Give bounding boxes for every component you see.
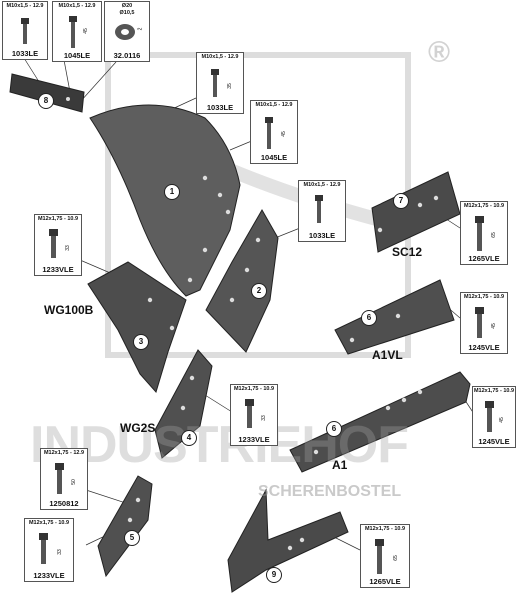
part-code: 1233VLE bbox=[42, 265, 74, 274]
callout-6-bottom: 6 bbox=[326, 421, 342, 437]
bolt-holes bbox=[44, 94, 439, 551]
part-code: 1265VLE bbox=[369, 577, 401, 586]
spec-box-1033le-b: M10x1,5 - 12.9 35 1033LE bbox=[196, 52, 244, 114]
part-5-shape bbox=[97, 475, 153, 578]
dimension: 50 bbox=[70, 479, 77, 485]
spec-text: M12x1,75 - 10.9 bbox=[37, 216, 79, 222]
callout-1: 1 bbox=[164, 184, 180, 200]
dimension: 45 bbox=[490, 323, 497, 329]
dimension: 33 bbox=[56, 549, 63, 555]
bolt-icon bbox=[475, 307, 484, 338]
spec-text: M12x1,75 - 10.9 bbox=[28, 520, 70, 526]
spec-text: M10x1,5 - 12.9 bbox=[6, 3, 44, 9]
bolt-icon bbox=[49, 229, 58, 258]
part-code: 1033LE bbox=[206, 103, 234, 112]
spec-box-1265vle-a: M12x1,75 - 10.9 65 1265VLE bbox=[460, 201, 508, 265]
part-code: 1045LE bbox=[63, 51, 91, 60]
dimension: 65 bbox=[392, 555, 399, 561]
part-code: 1045LE bbox=[260, 153, 288, 162]
bolt-icon bbox=[265, 117, 273, 149]
label-a1: A1 bbox=[332, 458, 348, 472]
dimension: 45 bbox=[280, 131, 287, 137]
label-wg100b: WG100B bbox=[44, 303, 94, 317]
part-6-top-shape bbox=[334, 279, 455, 355]
spec-text: M10x1,5 - 12.9 bbox=[303, 182, 341, 188]
part-code: 1233VLE bbox=[33, 571, 65, 580]
callout-9: 9 bbox=[266, 567, 282, 583]
part-9-shape bbox=[227, 488, 349, 593]
watermark-subtitle: SCHERENBOSTEL bbox=[258, 483, 402, 500]
spec-box-1033le-a: M10x1,5 - 12.9 1033LE bbox=[2, 1, 48, 60]
dimension: 33 bbox=[260, 415, 267, 421]
spec-box-1250812: M12x1,75 - 12.9 50 1250812 bbox=[40, 448, 88, 510]
part-2-shape bbox=[205, 208, 279, 353]
part-1-shape bbox=[89, 104, 241, 297]
dimension: 35 bbox=[226, 83, 233, 89]
part-code: 1250812 bbox=[49, 499, 79, 508]
bolt-icon bbox=[55, 463, 64, 494]
spec-text: M12x1,75 - 10.9 bbox=[463, 203, 505, 209]
bolt-icon bbox=[485, 401, 494, 432]
bolt-icon bbox=[69, 16, 77, 48]
spec-text: M12x1,75 - 10.9 bbox=[233, 386, 275, 392]
spec-text: Ø20 bbox=[121, 3, 133, 9]
part-code: 1233VLE bbox=[238, 435, 270, 444]
callout-3: 3 bbox=[133, 334, 149, 350]
spec-box-1045le-a: M10x1,5 - 12.9 45 1045LE bbox=[52, 1, 102, 62]
spec-box-washer: Ø20 Ø10,5 2 32.0116 bbox=[104, 1, 150, 62]
bolt-icon bbox=[245, 399, 254, 428]
part-6-bottom-shape bbox=[289, 371, 471, 473]
bolt-icon bbox=[475, 216, 484, 251]
part-code: 1033LE bbox=[308, 231, 336, 240]
callout-7: 7 bbox=[393, 193, 409, 209]
spec-text: M10x1,5 - 12.9 bbox=[201, 54, 239, 60]
spec-text: M12x1,75 - 10.9 bbox=[473, 388, 515, 394]
spec-text: M10x1,5 - 12.9 bbox=[255, 102, 293, 108]
watermark-title: INDUSTRIEHOF bbox=[30, 416, 409, 474]
spec-text: M12x1,75 - 10.9 bbox=[364, 526, 406, 532]
spec-box-1033le-c: M10x1,5 - 12.9 1033LE bbox=[298, 180, 346, 242]
spec-box-1265vle-b: M12x1,75 - 10.9 65 1265VLE bbox=[360, 524, 410, 588]
part-code: 1245VLE bbox=[468, 343, 500, 352]
dimension: 33 bbox=[64, 245, 71, 251]
callout-5: 5 bbox=[124, 530, 140, 546]
spec-text: M10x1,5 - 12.9 bbox=[58, 3, 96, 9]
bolt-icon bbox=[375, 539, 384, 574]
label-a1vl: A1VL bbox=[372, 348, 403, 362]
callout-6-top: 6 bbox=[361, 310, 377, 326]
dimension: 2 bbox=[137, 27, 144, 31]
part-code: 1245VLE bbox=[478, 437, 510, 446]
spec-box-1233vle-c: M12x1,75 - 10.9 33 1233VLE bbox=[24, 518, 74, 582]
part-3-shape bbox=[87, 261, 187, 394]
callout-8: 8 bbox=[38, 93, 54, 109]
part-7-shape bbox=[371, 171, 461, 253]
dimension: 45 bbox=[82, 28, 89, 34]
spec-box-1233vle-a: M12x1,75 - 10.9 33 1233VLE bbox=[34, 214, 82, 276]
callout-2: 2 bbox=[251, 283, 267, 299]
label-sc12: SC12 bbox=[392, 245, 423, 259]
part-code: 1265VLE bbox=[468, 254, 500, 263]
spec-text: M12x1,75 - 12.9 bbox=[43, 450, 85, 456]
part-code: 32.0116 bbox=[113, 51, 141, 60]
spec-text-2: Ø10,5 bbox=[119, 10, 135, 16]
label-wg2s: WG2S bbox=[120, 421, 156, 435]
bolt-icon bbox=[315, 195, 323, 223]
spec-box-1245vle-b: M12x1,75 - 10.9 45 1245VLE bbox=[472, 386, 516, 448]
spec-box-1045le-b: M10x1,5 - 12.9 45 1045LE bbox=[250, 100, 298, 164]
spec-box-1245vle-a: M12x1,75 - 10.9 45 1245VLE bbox=[460, 292, 508, 354]
spec-box-1233vle-b: M12x1,75 - 10.9 33 1233VLE bbox=[230, 384, 278, 446]
bolt-icon bbox=[211, 69, 219, 97]
bolt-icon bbox=[39, 533, 48, 564]
bolt-icon bbox=[21, 18, 29, 44]
callout-4: 4 bbox=[181, 430, 197, 446]
registered-mark: ® bbox=[428, 36, 451, 69]
dimension: 65 bbox=[490, 232, 497, 238]
spec-text: M12x1,75 - 10.9 bbox=[463, 294, 505, 300]
part-4-shape bbox=[154, 349, 213, 459]
washer-icon bbox=[115, 24, 135, 40]
part-code: 1033LE bbox=[11, 49, 39, 58]
dimension: 45 bbox=[498, 417, 505, 423]
